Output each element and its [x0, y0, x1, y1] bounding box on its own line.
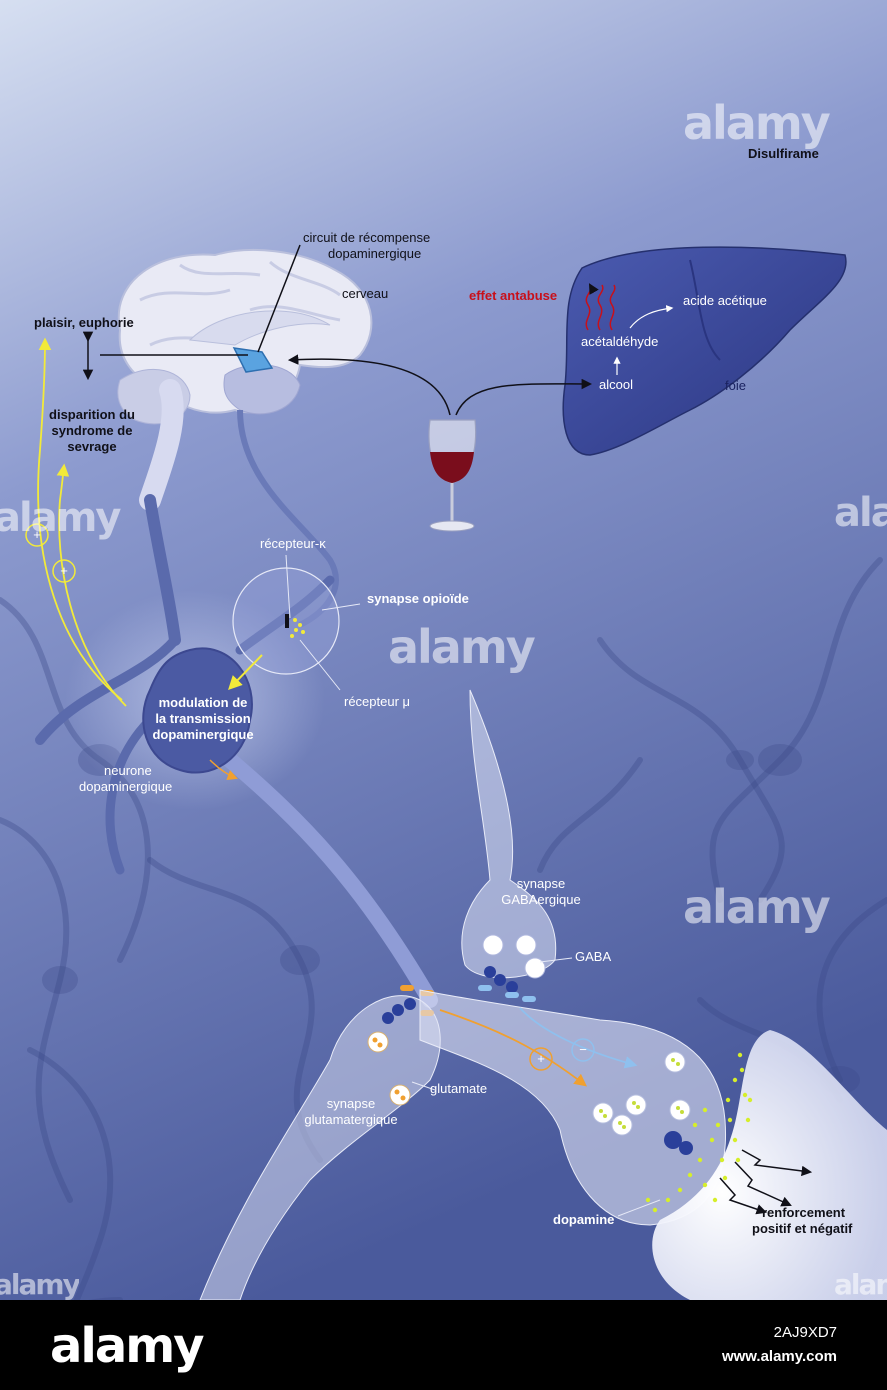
- inhibitory-minus-sign: −: [579, 1042, 587, 1057]
- label-recepteur-mu: récepteur μ: [344, 694, 411, 709]
- plus-circle-right: [52, 559, 76, 583]
- watermark-bottom-left: alamy: [0, 1268, 79, 1300]
- gaba-synapse-terminal: [461, 689, 557, 1002]
- excitatory-signal-arrow: [439, 1009, 587, 1087]
- label-disulfirame: Disulfirame: [748, 146, 819, 161]
- glutamate-pointer-line: [411, 1081, 436, 1091]
- label-modulation-line1: modulation de: [158, 695, 248, 710]
- label-renforcement-line2: positif et négatif: [752, 1221, 853, 1236]
- excitatory-plus-circle: [529, 1047, 553, 1071]
- label-alcool: alcool: [599, 377, 633, 392]
- watermark-bottom-right: alamy: [834, 1268, 887, 1300]
- neuron-output-arrow: [209, 759, 238, 780]
- postsynaptic-neuron: [652, 1030, 887, 1300]
- liver-illustration: [562, 246, 847, 456]
- watermark-center: alamy: [388, 620, 536, 674]
- wine-glass: [428, 419, 477, 532]
- label-plaisir: plaisir, euphorie: [34, 315, 134, 330]
- label-disparition-line1: disparition du: [49, 407, 135, 422]
- glutamate-synapse-terminal: [199, 985, 441, 1300]
- opioid-synapse-zoom: [232, 554, 361, 691]
- diagram-artwork: [0, 0, 887, 1300]
- label-circuit-line1: circuit de récompense: [303, 230, 431, 245]
- plus-circle-left: [25, 523, 49, 547]
- heat-waves: [585, 283, 616, 331]
- dopamine-pointer-line: [617, 1199, 661, 1217]
- label-synapse-opioide: synapse opioïde: [367, 591, 469, 606]
- watermark-left-edge: alamy: [0, 495, 121, 541]
- label-neurone-line1: neurone: [104, 763, 152, 778]
- label-synapse-gaba-line2: GABAergique: [501, 892, 581, 907]
- label-synapse-glu-line2: glutamatergique: [304, 1112, 398, 1127]
- watermark-lower-right: alamy: [683, 880, 831, 934]
- excitatory-plus-sign: +: [537, 1051, 545, 1066]
- label-synapse-gaba-line1: synapse: [516, 876, 566, 891]
- acetaldehyde-to-acetic-arrow: [629, 305, 674, 329]
- circuit-pointer-line: [257, 244, 301, 353]
- label-foie: foie: [725, 378, 746, 393]
- pleasure-feedback-arrow: [37, 337, 123, 701]
- label-disparition-line2: syndrome de: [51, 423, 133, 438]
- alcohol-to-liver-arrow: [455, 378, 593, 416]
- withdrawal-feedback-arrow: [56, 463, 127, 707]
- footer-image-id: 2AJ9XD7: [773, 1324, 837, 1341]
- footer-site: www.alamy.com: [721, 1348, 837, 1365]
- footer-bar: alamy 2AJ9XD7 www.alamy.com: [0, 1300, 887, 1390]
- reward-circuit-highlight: [232, 347, 274, 373]
- label-circuit-line2: dopaminergique: [328, 246, 422, 261]
- label-disparition-line3: sevrage: [67, 439, 117, 454]
- plus-sign-left: +: [33, 527, 41, 542]
- watermark-right-edge: alamy: [834, 490, 887, 536]
- footer-logo: alamy: [50, 1318, 205, 1374]
- dopaminergic-neuron: [35, 409, 438, 1008]
- watermark-top-right: alamy: [683, 96, 831, 150]
- inhibitory-minus-circle: [571, 1038, 595, 1062]
- label-dopamine: dopamine: [553, 1212, 615, 1227]
- label-modulation-line3: dopaminergique: [152, 727, 254, 742]
- label-neurone-line2: dopaminergique: [79, 779, 173, 794]
- label-synapse-glu-line1: synapse: [326, 1096, 376, 1111]
- label-renforcement-line1: renforcement: [762, 1205, 846, 1220]
- label-recepteur-kappa: récepteur-κ: [260, 536, 326, 551]
- label-gaba: GABA: [575, 949, 612, 964]
- inhibitory-signal-arrow: [519, 1007, 638, 1069]
- label-acetaldehyde: acétaldéhyde: [581, 334, 659, 349]
- label-glutamate: glutamate: [430, 1081, 488, 1096]
- label-modulation-line2: la transmission: [155, 711, 251, 726]
- plus-sign-right: +: [60, 563, 68, 578]
- dopamine-terminal: [419, 989, 727, 1226]
- label-effet-antabuse: effet antabuse: [469, 288, 558, 303]
- label-acide-acetique: acide acétique: [683, 293, 767, 308]
- opioid-modulation-arrow: [228, 654, 263, 691]
- alcohol-to-brain-arrow: [287, 354, 451, 416]
- pleasure-indicator: [82, 331, 248, 381]
- brain-illustration: [117, 249, 373, 511]
- dopamine-molecules: [645, 1052, 753, 1213]
- label-cerveau: cerveau: [342, 286, 389, 301]
- reinforcement-arrows: [719, 1149, 813, 1215]
- gaba-pointer-line: [539, 957, 573, 963]
